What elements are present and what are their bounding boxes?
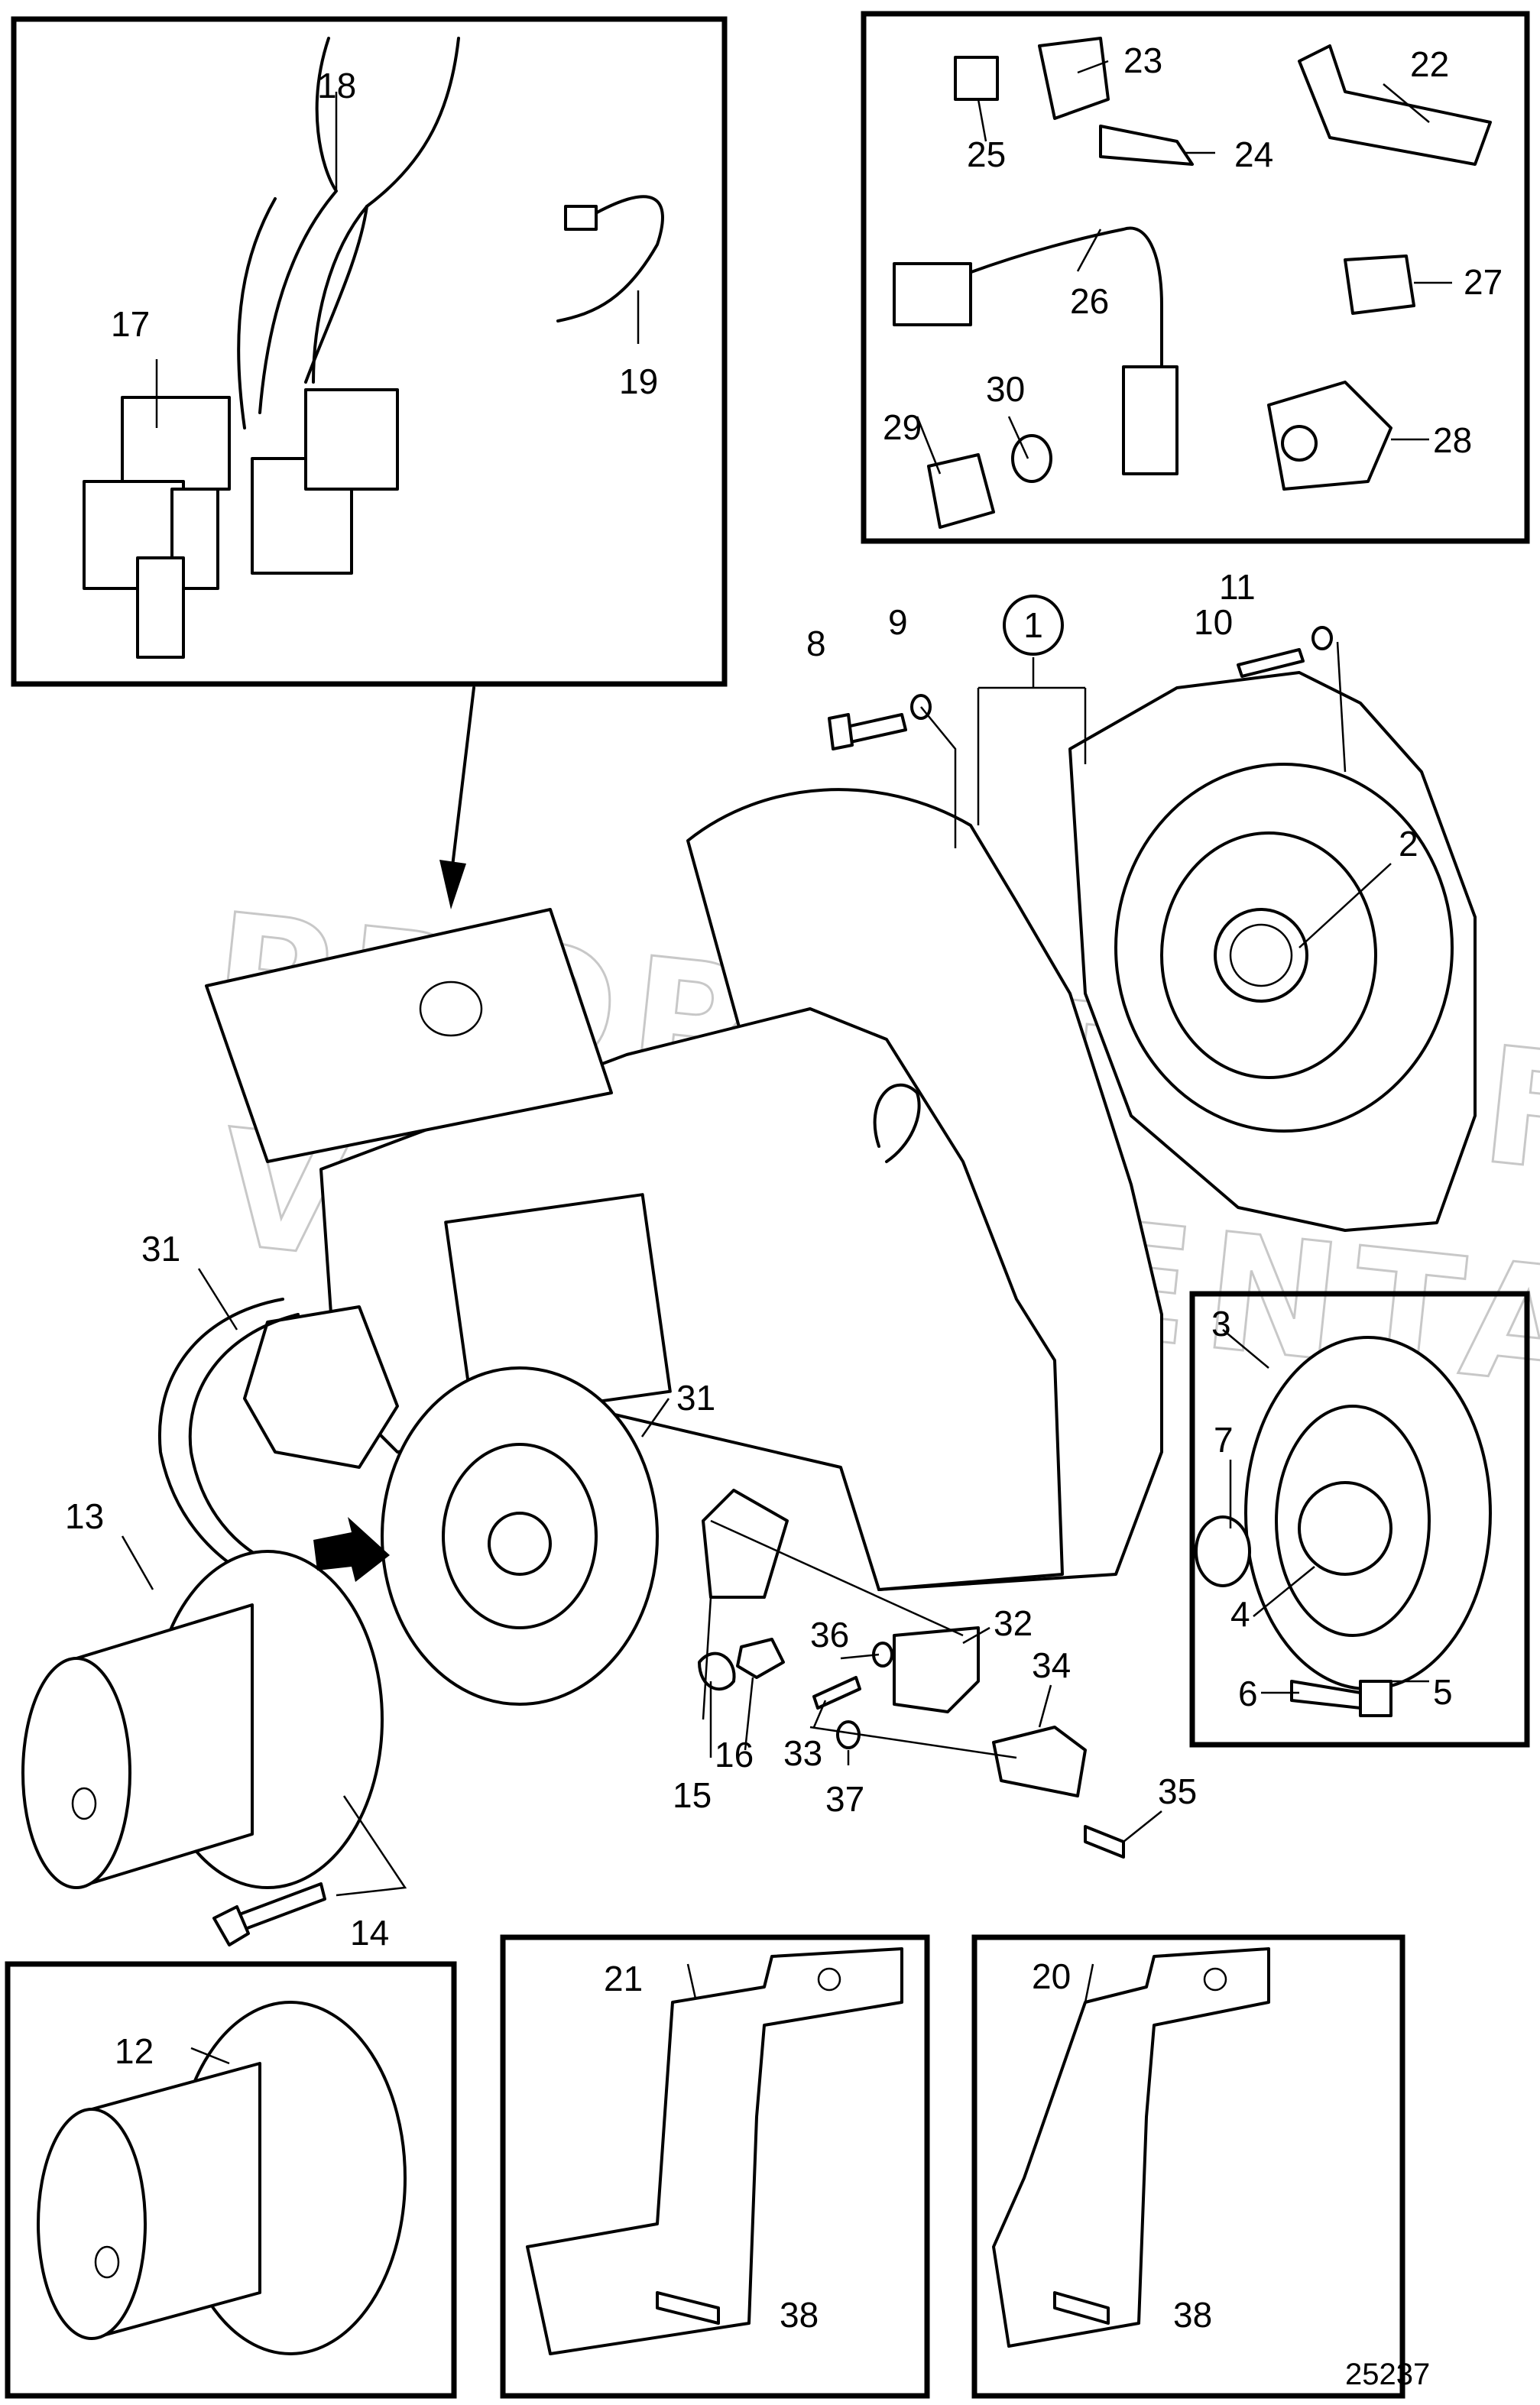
callout-20: 20 — [1032, 1956, 1071, 1996]
clamp-23 — [1038, 37, 1110, 120]
inset-box-flange — [5, 1961, 457, 2399]
callout-37: 37 — [825, 1779, 864, 1819]
inset-box-bracket-21 — [500, 1934, 930, 2399]
inset-box-bracket-20 — [971, 1934, 1405, 2399]
callout-5: 5 — [1433, 1672, 1453, 1712]
callout-34: 34 — [1032, 1645, 1071, 1685]
bolt-38-right — [1053, 2291, 1110, 2325]
callout-6: 6 — [1238, 1674, 1258, 1713]
washer-15 — [698, 1651, 736, 1691]
coupling-drawing — [1195, 1336, 1492, 1717]
washer-11 — [1311, 626, 1333, 650]
callout-23: 23 — [1123, 41, 1162, 80]
sensor-wheels-drawing — [157, 1298, 659, 1706]
bolt-33 — [812, 1676, 861, 1710]
callout-16: 16 — [715, 1735, 754, 1775]
inset-pointer-head — [439, 860, 466, 909]
fitting-27 — [1344, 254, 1415, 315]
solenoid-connector-d — [304, 388, 399, 491]
plug-29 — [927, 453, 995, 529]
sensor-bracket-32 — [893, 1626, 980, 1713]
output-flange-drawing — [21, 1550, 384, 1946]
bracket-21-drawing — [526, 1947, 903, 2355]
callout-10: 10 — [1194, 602, 1233, 642]
callout-31-right: 31 — [676, 1378, 715, 1418]
leader-lines — [121, 60, 1452, 2065]
callout-7: 7 — [1214, 1420, 1234, 1460]
callout-31-left: 31 — [141, 1229, 180, 1269]
callout-27: 27 — [1464, 262, 1503, 302]
hoses-fittings-drawing — [893, 37, 1492, 529]
bracket-20-drawing — [992, 1947, 1270, 2348]
callout-29: 29 — [883, 407, 922, 447]
callout-22: 22 — [1410, 44, 1449, 84]
hose-26 — [961, 226, 1163, 399]
callout-19: 19 — [619, 361, 658, 401]
inset-box-coupling — [1189, 1291, 1530, 1748]
sleeve-5 — [1359, 1680, 1392, 1717]
callout-4: 4 — [1230, 1594, 1250, 1634]
bracket-21 — [526, 1947, 903, 2355]
nut-25 — [954, 56, 999, 101]
callout-9: 9 — [888, 602, 908, 642]
callout-18: 18 — [317, 66, 356, 105]
arrow-indicator — [313, 1517, 390, 1582]
bracket-22 — [1298, 44, 1492, 166]
solenoid-valve-b — [136, 556, 185, 659]
callout-12: 12 — [115, 2031, 154, 2071]
wiring-harness-drawing — [83, 37, 664, 659]
callout-38-right: 38 — [1173, 2295, 1212, 2335]
callout-24: 24 — [1234, 135, 1273, 174]
callout-36: 36 — [810, 1615, 849, 1655]
callout-2: 2 — [1399, 824, 1418, 864]
callout-26: 26 — [1070, 281, 1109, 321]
bracket-20 — [992, 1947, 1270, 2348]
callout-33: 33 — [783, 1733, 822, 1773]
inset-pointer-arrow — [449, 686, 475, 880]
callouts: 1 2 3 4 5 6 7 8 9 10 11 12 13 14 15 16 1… — [65, 41, 1503, 2335]
solenoid-connector-a — [121, 396, 231, 491]
callout-8: 8 — [806, 624, 826, 663]
control-box — [205, 908, 613, 1163]
callout-17: 17 — [111, 304, 150, 344]
diagram-id: 25237 — [1345, 2358, 1430, 2391]
callout-11: 11 — [1219, 567, 1256, 607]
callout-32: 32 — [994, 1603, 1033, 1643]
callout-21: 21 — [604, 1959, 643, 1998]
pinion-7 — [1195, 1515, 1251, 1587]
bolt-10 — [1237, 648, 1305, 678]
adapter-plate-drawing — [1068, 671, 1477, 1232]
pump-body — [243, 1305, 399, 1469]
callout-38-left: 38 — [780, 2295, 819, 2335]
flange-12-drawing — [37, 2001, 407, 2355]
bolt-38-left — [656, 2291, 720, 2325]
callout-35: 35 — [1158, 1771, 1197, 1811]
callout-1: 1 — [1023, 605, 1043, 645]
cable-tie — [556, 195, 664, 323]
callout-3: 3 — [1211, 1304, 1231, 1343]
sensor-bracket-drawing — [698, 1489, 1125, 1859]
splined-hub — [1214, 908, 1308, 1003]
coupling-hub — [1298, 1481, 1392, 1576]
mount-block — [702, 1489, 789, 1599]
inset-box-hoses — [861, 11, 1530, 544]
screw-24 — [1099, 125, 1194, 166]
nut-16 — [736, 1638, 785, 1679]
callout-14: 14 — [350, 1913, 389, 1953]
callout-25: 25 — [967, 135, 1006, 174]
callout-15: 15 — [673, 1775, 712, 1815]
dipstick — [873, 1083, 921, 1163]
speed-sensor-34 — [992, 1726, 1087, 1797]
bolt-35 — [1084, 1825, 1125, 1859]
top-fasteners-drawing — [828, 626, 1333, 750]
inset-box-wiring — [11, 16, 728, 687]
washer-30 — [1011, 434, 1052, 483]
callout-30: 30 — [986, 369, 1025, 409]
callout-28: 28 — [1433, 420, 1472, 460]
callout-13: 13 — [65, 1496, 104, 1536]
transmission-housing-drawing — [205, 788, 1163, 1591]
callout-1-circle — [1003, 595, 1064, 656]
adapter-28 — [1267, 381, 1392, 491]
